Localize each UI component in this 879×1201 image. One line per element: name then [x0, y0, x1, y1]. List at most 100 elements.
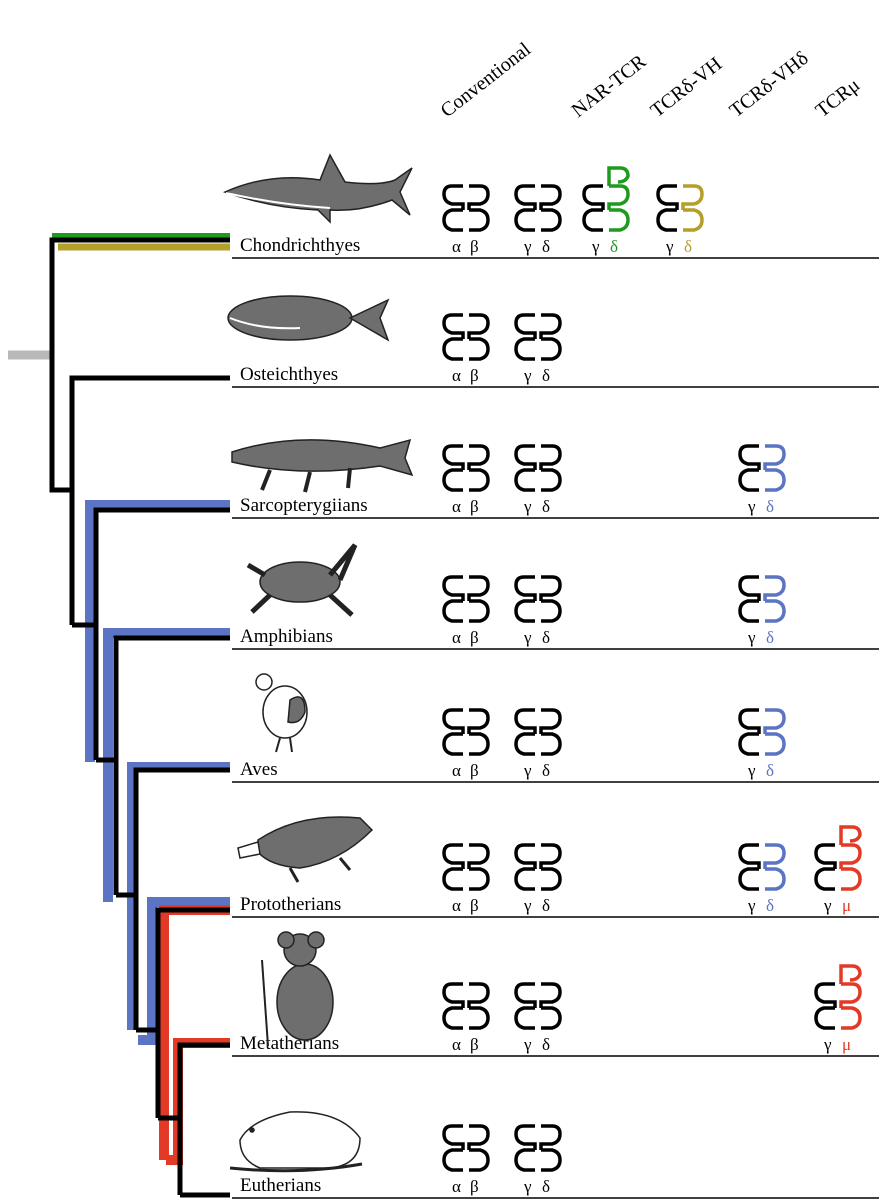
chain-label: β — [470, 497, 479, 516]
tree-topology — [49, 237, 230, 1198]
chain-label: δ — [766, 497, 774, 516]
chain-label: γ — [523, 1035, 532, 1054]
column-headers: Conventional NAR-TCR TCRδ-VH TCRδ-VHδ TC… — [437, 38, 865, 122]
chain-label: γ — [523, 237, 532, 256]
chain-label: β — [470, 896, 479, 915]
chain-label: δ — [766, 896, 774, 915]
chain-label: δ — [542, 1177, 550, 1196]
animal-silhouettes — [222, 153, 414, 1173]
taxon-labels: Chondrichthyes Osteichthyes Sarcopterygi… — [240, 235, 368, 1196]
chain-label: γ — [523, 761, 532, 780]
chain-label: δ — [542, 896, 550, 915]
header-conventional: Conventional — [437, 38, 536, 122]
phylogenetic-tree — [8, 233, 230, 1198]
chain-label: γ — [523, 366, 532, 385]
taxon-label-amphibians: Amphibians — [240, 626, 333, 647]
chain-label: μ — [842, 1035, 851, 1054]
taxon-label-metatherians: Metatherians — [240, 1033, 339, 1054]
chain-label: β — [470, 1035, 479, 1054]
taxon-label-aves: Aves — [240, 759, 278, 780]
header-nar-tcr: NAR-TCR — [568, 50, 651, 122]
chain-label: α — [452, 497, 461, 516]
pufferfish-icon — [227, 295, 390, 342]
chain-label: β — [470, 761, 479, 780]
row-separators — [232, 257, 879, 1199]
chain-label: δ — [542, 628, 550, 647]
chain-label: δ — [542, 761, 550, 780]
chain-label: μ — [842, 896, 851, 915]
chain-label: γ — [823, 896, 832, 915]
chicken-icon — [255, 673, 308, 753]
chain-label: γ — [523, 628, 532, 647]
blue-lineage — [85, 500, 230, 1045]
chain-label: γ — [747, 896, 756, 915]
platypus-icon — [237, 816, 374, 883]
chain-label: β — [470, 1177, 479, 1196]
frog-icon — [246, 543, 358, 617]
taxon-label-osteichthyes: Osteichthyes — [240, 364, 338, 385]
shark-icon — [222, 153, 413, 224]
chain-label: α — [452, 896, 461, 915]
chain-label: α — [452, 761, 461, 780]
chain-label: β — [470, 366, 479, 385]
chain-label: γ — [823, 1035, 832, 1054]
chain-label: δ — [542, 497, 550, 516]
chain-label: δ — [766, 761, 774, 780]
taxon-label-prototherians: Prototherians — [240, 894, 341, 915]
header-tcrd-vhd: TCRδ-VHδ — [726, 47, 813, 122]
header-tcr-mu: TCRμ — [812, 74, 865, 122]
chain-label: β — [470, 628, 479, 647]
coelacanth-icon — [231, 438, 414, 493]
chain-label: β — [470, 237, 479, 256]
chain-label: α — [452, 1177, 461, 1196]
chain-label: δ — [610, 237, 618, 256]
chain-label: γ — [591, 237, 600, 256]
chain-label: δ — [542, 366, 550, 385]
chain-label: δ — [542, 1035, 550, 1054]
chain-label: α — [452, 366, 461, 385]
chain-label: γ — [523, 1177, 532, 1196]
chain-label: γ — [523, 497, 532, 516]
header-tcrd-vh: TCRδ-VH — [647, 53, 727, 122]
taxon-label-sarcopterygiians: Sarcopterygiians — [240, 495, 368, 516]
rat-icon — [229, 1111, 363, 1173]
chain-label: γ — [523, 896, 532, 915]
chain-label: γ — [747, 497, 756, 516]
chain-label: α — [452, 628, 461, 647]
chain-label: δ — [766, 628, 774, 647]
chain-label: γ — [747, 628, 756, 647]
koala-icon — [261, 931, 334, 1047]
chain-label: γ — [665, 237, 674, 256]
taxon-label-eutherians: Eutherians — [240, 1175, 321, 1196]
chain-label: α — [452, 237, 461, 256]
red-lineage — [159, 905, 230, 1165]
chain-label: γ — [747, 761, 756, 780]
chain-label: δ — [684, 237, 692, 256]
chain-label: δ — [542, 237, 550, 256]
